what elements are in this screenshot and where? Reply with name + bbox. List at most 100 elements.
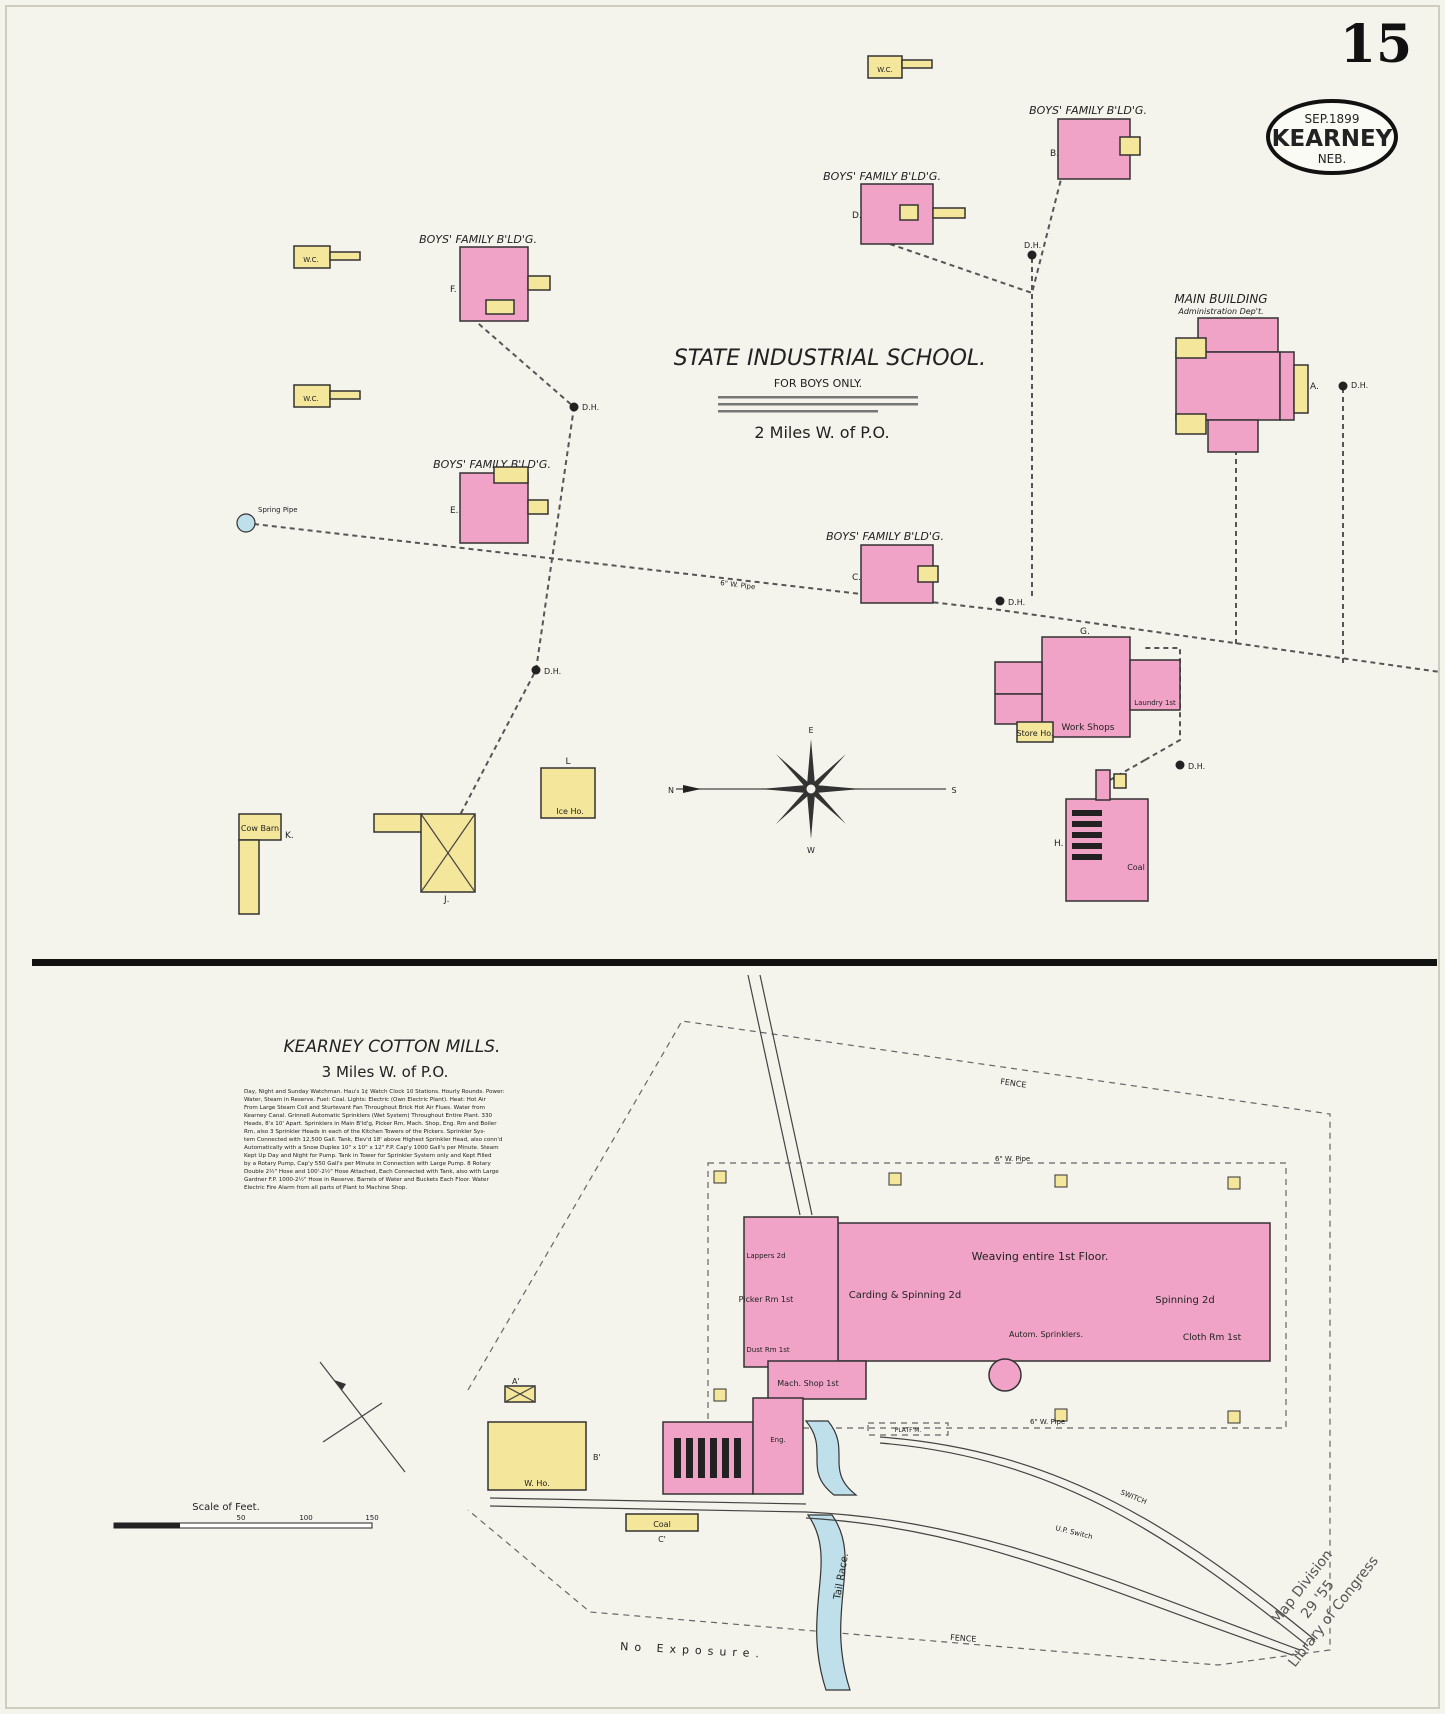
building-letter: E. <box>450 506 459 516</box>
boys-family-building-e: BOYS' FAMILY B'LD'G. E. <box>433 458 551 544</box>
room-label: Eng. <box>770 1436 786 1444</box>
mills-note-line: Day, Night and Sunday Watchman. Hau's 1¢… <box>244 1089 505 1095</box>
mills-note-line: Water, Steam in Reserve. Fuel: Coal. Lig… <box>244 1097 487 1103</box>
building-wc-top: W.C. <box>867 55 933 79</box>
hydrant-label: D.H. <box>1351 381 1368 390</box>
tail-race <box>806 1514 851 1691</box>
mills-note-line: Kearney Canal. Grinnell Automatic Sprink… <box>244 1113 493 1119</box>
scale-tick: 150 <box>365 1514 378 1522</box>
boys-family-building-f: BOYS' FAMILY B'LD'G. F. <box>419 233 551 322</box>
building-label: BOYS' FAMILY B'LD'G. <box>419 233 537 246</box>
mills-distance: 3 Miles W. of P.O. <box>322 1063 449 1081</box>
rail-spur <box>747 974 813 1216</box>
switch-label: SWITCH <box>1119 1488 1147 1506</box>
compass-n: N <box>668 786 674 795</box>
compass-s: S <box>951 786 956 795</box>
building-label: BOYS' FAMILY B'LD'G. <box>823 170 941 183</box>
building-label: BOYS' FAMILY B'LD'G. <box>433 458 551 471</box>
building-letter: L <box>565 757 570 767</box>
fence-label: FENCE <box>950 1633 977 1644</box>
boys-family-building-c: BOYS' FAMILY B'LD'G. C. <box>826 530 944 604</box>
compass-w: W <box>807 846 815 855</box>
coal-label: Coal <box>1127 863 1145 872</box>
wc-label: W.C. <box>303 395 318 403</box>
mills-note-line: by a Rotary Pump, Cap'y 550 Gall's per M… <box>244 1161 491 1167</box>
building-letter: B. <box>1050 149 1059 159</box>
mill-yard <box>707 1162 1287 1429</box>
mills-note-line: tem Connected with 12,500 Gall. Tank, El… <box>244 1137 503 1143</box>
fence-label: FENCE <box>1000 1077 1027 1090</box>
room-label: Dust Rm 1st <box>746 1346 789 1354</box>
school-distance: 2 Miles W. of P.O. <box>754 423 889 442</box>
mills-note-line: Double 2½" Hose and 100'-2½" Hose Attach… <box>244 1168 499 1175</box>
main-building-a: MAIN BUILDING Administration Dep't. A. <box>1174 292 1319 453</box>
scale-tick: 100 <box>299 1514 312 1522</box>
room-label: Autom. Sprinklers. <box>1009 1330 1083 1339</box>
building-label: BOYS' FAMILY B'LD'G. <box>1029 104 1147 117</box>
wh-label: W. Ho. <box>524 1479 549 1488</box>
room-label: Picker Rm 1st <box>739 1295 794 1304</box>
north-arrow <box>319 1361 406 1473</box>
hydrant-label: D.H. <box>582 403 599 412</box>
boiler-house-h: H. Coal <box>1054 769 1149 902</box>
room-label: Lappers 2d <box>746 1252 785 1260</box>
mills-title: KEARNEY COTTON MILLS. <box>284 1037 501 1057</box>
cow-barn-label: Cow Barn <box>241 824 279 833</box>
school-title: STATE INDUSTRIAL SCHOOL. <box>674 346 986 371</box>
ice-ho-label: Ice Ho. <box>556 807 584 816</box>
barn-j: J. <box>373 813 476 905</box>
building-wc-left-1: W.C. <box>293 245 361 269</box>
mills-note-line: From Large Steam Coil and Sturtevant Fan… <box>244 1105 485 1111</box>
compass-e: E <box>808 726 813 735</box>
mills-note-line: Heads, 8'x 10' Apart. Sprinklers in Main… <box>244 1121 497 1127</box>
room-label: Carding & Spinning 2d <box>849 1290 962 1301</box>
building-letter: C. <box>852 573 861 583</box>
hydrant-label: D.H. <box>1008 598 1025 607</box>
road <box>489 1497 807 1513</box>
mills-note-line: Automatically with a Snow Duplex 10" x 1… <box>244 1145 499 1151</box>
boys-family-building-b: BOYS' FAMILY B'LD'G. B. <box>1029 104 1147 180</box>
scale-bar: Scale of Feet. 50 100 150 <box>113 1502 379 1529</box>
building-letter: C' <box>658 1535 666 1544</box>
cotton-mill-main: Weaving entire 1st Floor. Carding & Spin… <box>662 1216 1271 1495</box>
building-letter: J. <box>443 895 450 905</box>
switch-tracks <box>805 1436 1316 1656</box>
work-shops-g: G. Store Ho. Work Shops Laundry 1st <box>994 627 1181 743</box>
tail-race <box>804 1420 858 1496</box>
building-label: BOYS' FAMILY B'LD'G. <box>826 530 944 543</box>
building-letter: D. <box>852 211 862 221</box>
room-label: Cloth Rm 1st <box>1183 1333 1242 1343</box>
ice-house-l: L Ice Ho. <box>540 757 596 819</box>
room-label: Mach. Shop 1st <box>777 1379 838 1388</box>
platform <box>867 1422 949 1436</box>
coal-label: Coal <box>653 1520 671 1529</box>
city-name: KEARNEY <box>1272 126 1393 152</box>
school-water-pipes <box>244 135 1441 816</box>
building-letter: A' <box>512 1377 520 1386</box>
page-number: 15 <box>1340 14 1412 75</box>
building-letter: B' <box>593 1453 601 1462</box>
school-hydrants <box>531 250 1348 770</box>
mills-note-line: Kept Up Day and Night for Pump. Tank in … <box>244 1153 492 1159</box>
store-ho-label: Store Ho. <box>1017 729 1054 738</box>
building-letter: K. <box>285 831 294 841</box>
building-letter: G. <box>1080 627 1090 637</box>
wc-label: W.C. <box>303 256 318 264</box>
mill-hydrants <box>713 1170 1241 1424</box>
compass-rose: N S E W <box>668 726 957 855</box>
building-a-prime: A' <box>504 1377 536 1403</box>
map-date: SEP.1899 <box>1305 112 1360 126</box>
mills-note-line: Rm, also 3 Sprinkler Heads in each of th… <box>244 1129 485 1135</box>
scale-tick: 50 <box>237 1514 246 1522</box>
building-wc-left-2: W.C. <box>293 384 361 408</box>
sheet-border <box>5 5 1440 1709</box>
scale-title: Scale of Feet. <box>192 1502 260 1513</box>
building-letter: A. <box>1310 382 1319 392</box>
warehouse-b-prime: B' W. Ho. <box>487 1421 601 1491</box>
room-label: Spinning 2d <box>1155 1295 1215 1306</box>
room-label: Weaving entire 1st Floor. <box>972 1250 1109 1263</box>
section-divider <box>32 959 1437 966</box>
wc-label: W.C. <box>877 66 892 74</box>
laundry-label: Laundry 1st <box>1134 699 1176 707</box>
